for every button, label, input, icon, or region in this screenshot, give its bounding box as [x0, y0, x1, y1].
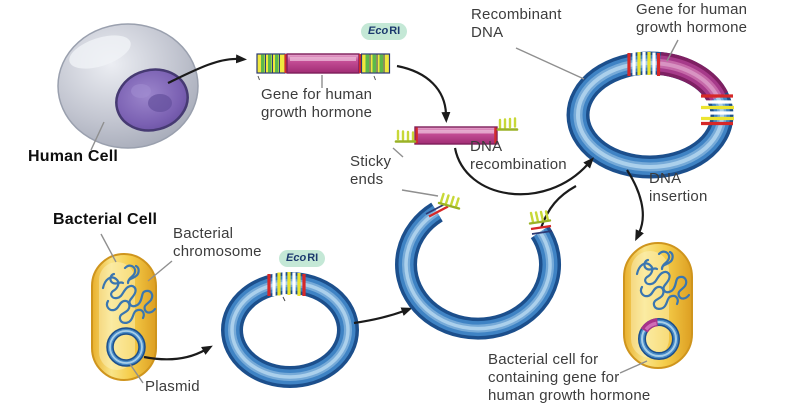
- label-line-text: Bacterial: [173, 225, 234, 242]
- sticky-end-left: [396, 129, 415, 142]
- label-dna-insertion: DNA insertion: [649, 170, 708, 206]
- label-line-human-cell: [90, 121, 105, 151]
- sticky-end-left: [439, 192, 460, 208]
- sticky-end-right: [498, 117, 517, 130]
- arrow-branch-from-plasmid: [539, 185, 577, 229]
- label-line-text: recombination: [470, 156, 567, 173]
- ecori-badge-bottom: EcoRI: [279, 250, 326, 267]
- label-dna-recombination: DNA recombination: [470, 138, 567, 174]
- cut-gene-fragment: [394, 117, 519, 145]
- label-line-text: growth hormone: [636, 19, 748, 36]
- human-cell: [57, 23, 199, 149]
- label-final-bacterial-cell: Bacterial cell for containing gene for h…: [488, 351, 650, 405]
- arrow-dna-insertion: [626, 169, 644, 242]
- recombinant-plasmid: [566, 51, 734, 179]
- label-line-text: DNA: [470, 138, 503, 155]
- label-line-chromosome: [147, 260, 173, 282]
- label-recombinant-dna: Recombinant DNA: [471, 6, 562, 42]
- nucleus-blotch: [148, 94, 172, 112]
- ecori-ri: RI: [389, 25, 401, 37]
- sticky-end-right: [529, 210, 550, 224]
- label-line-text: ends: [350, 171, 384, 188]
- arrow-gene-to-fragment: [396, 64, 451, 123]
- ecori-eco: Eco: [368, 25, 389, 37]
- label-line-text: Human Cell: [28, 148, 119, 165]
- label-line-text: insertion: [649, 188, 708, 205]
- label-line-text: Gene for human: [636, 1, 748, 18]
- label-line-text: Gene for human: [261, 86, 373, 103]
- arrow-plasmid-to-ring: [143, 345, 213, 361]
- label-plasmid: Plasmid: [145, 378, 200, 396]
- label-line-bacterial-cell: [100, 233, 117, 263]
- ecori-site-stripes: [267, 272, 306, 296]
- label-line-text: Bacterial cell for: [488, 351, 599, 368]
- label-line-sticky-1: [392, 147, 404, 158]
- label-line-sticky-2: [401, 189, 439, 197]
- label-line-text: human growth hormone: [488, 387, 651, 404]
- label-line-text: DNA: [471, 24, 504, 41]
- label-line-text: DNA: [649, 170, 682, 187]
- arrow-dna-recombination: [453, 147, 595, 196]
- cut-plasmid: [395, 192, 561, 340]
- label-human-cell: Human Cell: [28, 148, 118, 166]
- label-line-final-cell: [619, 360, 648, 374]
- label-line-text: growth hormone: [261, 104, 373, 121]
- label-bacterial-cell: Bacterial Cell: [53, 211, 157, 229]
- label-line-text: containing gene for: [488, 369, 620, 386]
- arrow-human-to-gene: [167, 54, 247, 84]
- junction-stripes-right: [701, 94, 734, 126]
- final-bacterial-cell: [623, 242, 693, 369]
- label-line-text: Bacterial Cell: [53, 211, 158, 228]
- label-gene-for-hgh-right: Gene for human growth hormone: [636, 1, 747, 37]
- bacterial-cell: [91, 253, 157, 381]
- plasmid-ring-ecori: [221, 272, 359, 388]
- cell-highlight: [69, 35, 131, 69]
- junction-stripes-top: [627, 52, 661, 76]
- label-line-text: Recombinant: [471, 6, 562, 23]
- label-sticky-ends: Sticky ends: [350, 153, 391, 189]
- ecori-eco: Eco: [286, 252, 307, 264]
- hgh-gene-fragment: [256, 53, 391, 81]
- label-line-text: chromosome: [173, 243, 262, 260]
- label-gene-for-hgh-top: Gene for human growth hormone: [261, 86, 372, 122]
- label-line-recombinant-dna: [515, 47, 585, 80]
- ecori-badge-top: EcoRI: [361, 23, 408, 40]
- nucleus-blotch: [131, 84, 151, 98]
- label-line-gene-right: [666, 39, 679, 62]
- label-line-text: Sticky: [350, 153, 392, 170]
- arrow-ring-to-cut-plasmid: [353, 307, 413, 325]
- label-line-text: Plasmid: [145, 378, 200, 395]
- label-line-plasmid: [129, 363, 144, 384]
- label-bacterial-chromosome: Bacterial chromosome: [173, 225, 262, 261]
- ecori-ri: RI: [307, 252, 319, 264]
